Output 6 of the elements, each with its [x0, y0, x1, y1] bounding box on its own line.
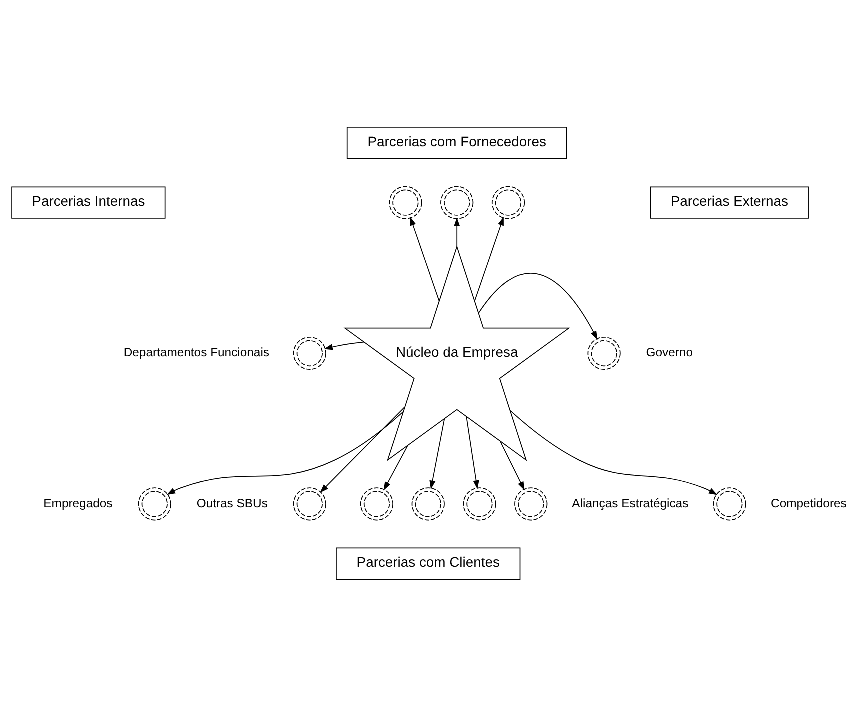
node-label: Competidores	[771, 496, 847, 510]
node-label: Empregados	[44, 496, 113, 510]
node-label: Governo	[646, 346, 693, 360]
node-label: Alianças Estratégicas	[572, 496, 689, 510]
node-label: Departamentos Funcionais	[124, 346, 270, 360]
node-label: Outras SBUs	[196, 496, 268, 510]
